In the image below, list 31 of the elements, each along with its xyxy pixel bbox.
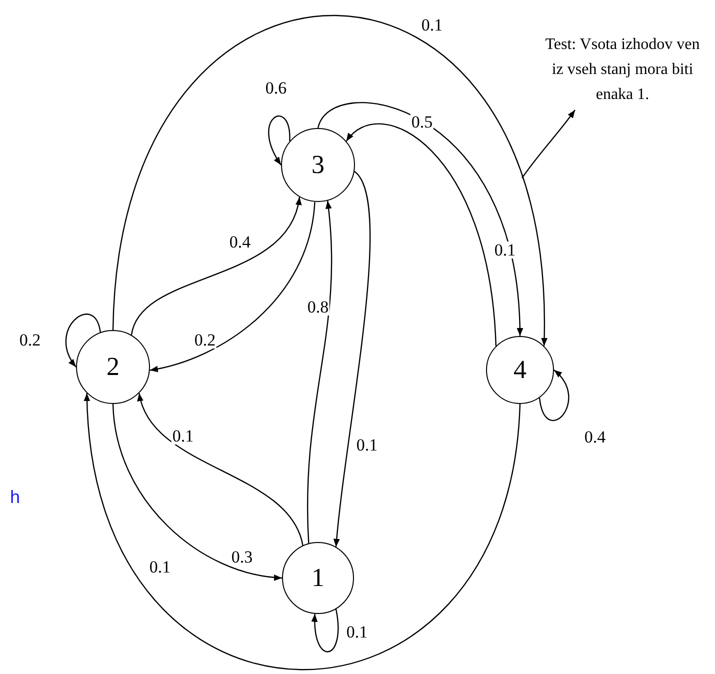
self-loop-arrow [268, 116, 290, 166]
edge-label: 0.1 [171, 428, 195, 444]
self-loop-arrow [538, 370, 570, 421]
transition-arrow [112, 15, 547, 346]
edge-label: 0.3 [230, 548, 254, 566]
edge-label: 0.1 [355, 436, 379, 454]
edge-label: 0.2 [193, 332, 217, 348]
note-text: Test: Vsota izhodov ven iz vseh stanj mora biti enaka 1. [540, 32, 705, 107]
transition-arrow [130, 196, 301, 336]
self-loop-arrow [65, 314, 101, 368]
edge-label: 0.1 [148, 558, 172, 576]
transition-arrow [112, 404, 282, 580]
leader-arrow [522, 110, 576, 178]
transition-arrow [317, 102, 523, 336]
edge-label: 0.2 [18, 332, 42, 348]
edge-label: 0.4 [228, 234, 252, 250]
edge-label: 0.4 [583, 428, 607, 446]
transition-arrow [138, 393, 304, 546]
transition-arrow [84, 393, 521, 670]
transition-arrow [334, 171, 371, 547]
stray-letter: h [10, 488, 20, 506]
self-loop-arrow [312, 609, 339, 652]
transition-arrow [307, 200, 332, 544]
edge-label: 0.8 [306, 298, 330, 316]
edge-label: 0.1 [493, 242, 517, 258]
transition-arrow [346, 123, 497, 346]
edge-label: 0.5 [410, 114, 434, 130]
edge-label: 0.1 [345, 624, 369, 640]
edge-label: 0.1 [420, 16, 444, 34]
transition-arrow [150, 202, 316, 372]
edge-label: 0.6 [264, 80, 288, 96]
